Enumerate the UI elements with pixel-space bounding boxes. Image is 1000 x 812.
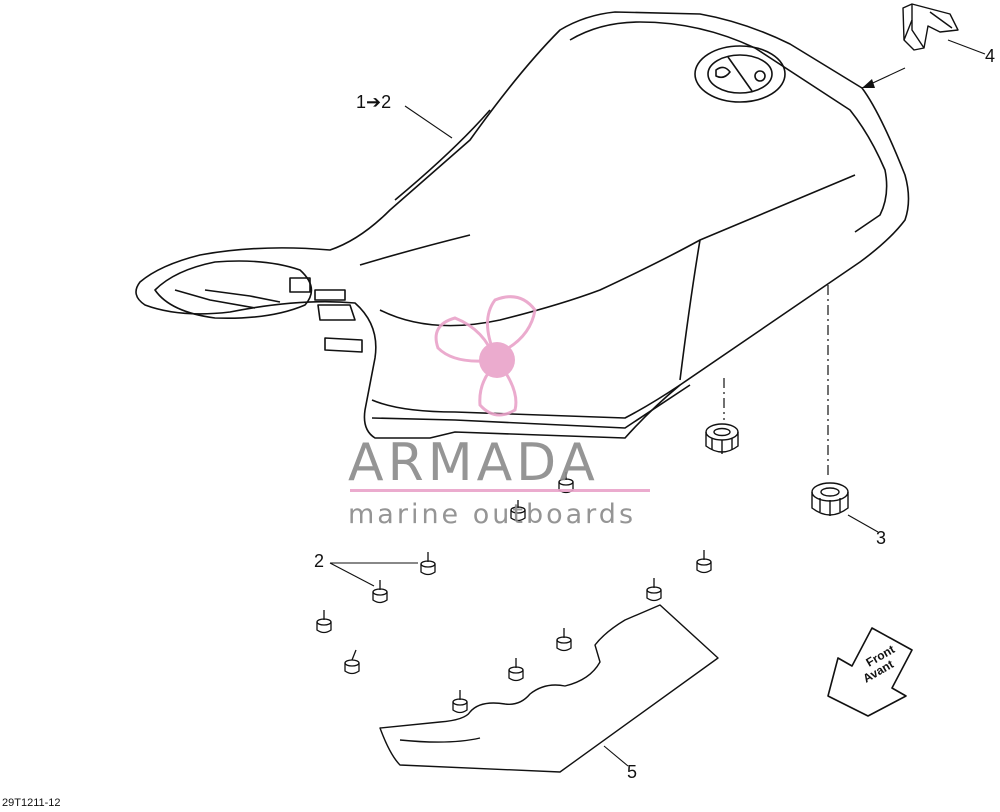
bumpers [316,472,712,714]
callout-seat-assembly: 1➔2 [356,92,391,112]
bumper-8 [646,578,662,602]
watermark-subtitle: marine outboards [348,499,636,530]
bumper-2 [372,580,388,604]
latch-arrowhead [862,79,875,88]
bumper-3 [316,610,332,634]
callout-latch: 4 [985,46,995,66]
callout-grommet: 3 [876,528,886,548]
latch-part [902,3,959,51]
grommet-right [811,482,849,516]
bumper-11 [452,690,468,714]
grommet-left [705,423,739,454]
armada-watermark: ARMADA marine outboards [348,295,650,530]
front-direction-arrow: Front Avant [827,627,913,717]
bumper-1 [420,552,436,576]
assembly-leaders [723,285,829,478]
seat-assembly [135,11,910,439]
callout-seat-pan: 5 [627,762,637,782]
propeller-hub [479,342,515,378]
drawing-code: 29T1211-12 [2,797,61,809]
bumper-10 [508,658,524,682]
watermark-title: ARMADA [348,433,599,493]
watermark-rule [350,489,650,492]
bumper-4 [344,649,360,675]
bumper-9 [556,628,572,652]
callout-bumper: 2 [314,551,324,571]
bumper-6 [510,500,526,522]
bumper-7 [696,550,712,574]
propeller-logo [434,295,537,417]
seat-pan-part [379,604,719,773]
